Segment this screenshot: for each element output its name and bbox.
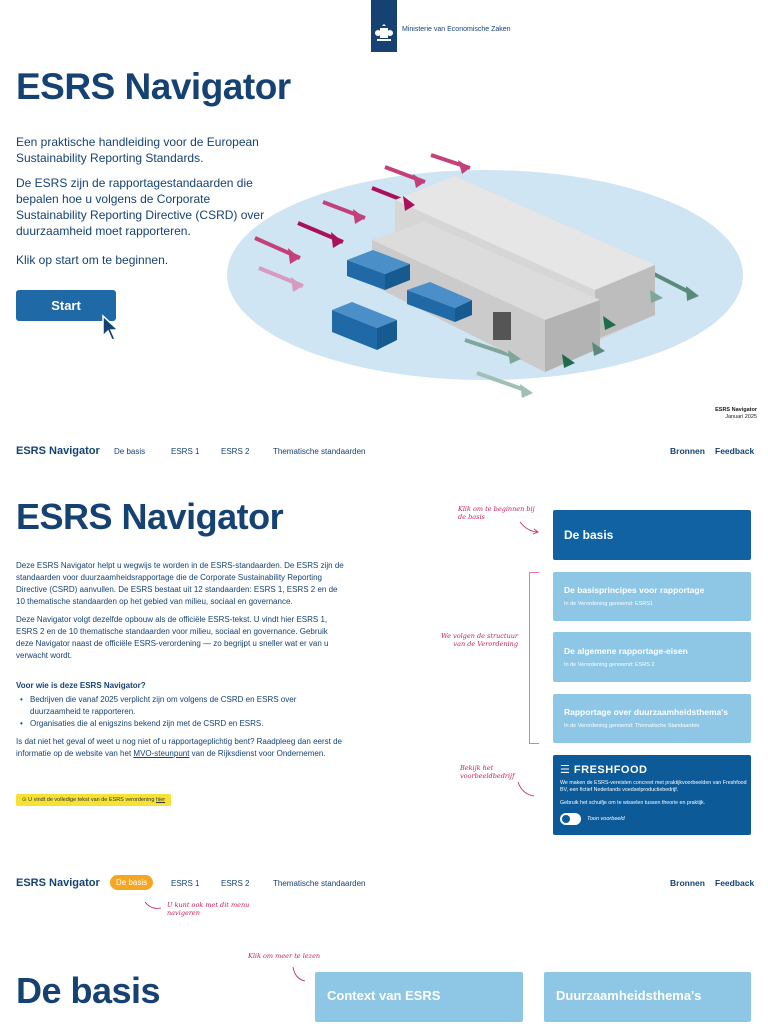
audience-heading: Voor wie is deze ESRS Navigator? xyxy=(16,681,146,690)
card-context-esrs[interactable]: Context van ESRS xyxy=(315,972,523,1022)
nav-item-esrs-1[interactable]: ESRS 1 xyxy=(171,879,200,888)
annotation-start: Klik om te beginnen bij de basis xyxy=(458,505,535,521)
nav-brand[interactable]: ESRS Navigator xyxy=(16,445,100,457)
freshfood-logo: ☰ FRESHFOOD xyxy=(560,764,648,776)
annotation-arrow-icon xyxy=(144,901,162,909)
start-button[interactable]: Start xyxy=(16,290,116,321)
audience-list: Bedrijven die vanaf 2025 verplicht zijn … xyxy=(20,694,340,730)
mouse-pointer-icon xyxy=(102,314,120,341)
toggle-label: Toon voorbeeld xyxy=(587,816,625,822)
card-duurzaamheidsthemas[interactable]: Rapportage over duurzaamheidsthema's In … xyxy=(553,694,751,743)
annotation-menu: U kunt ook met dit menu navigeren xyxy=(167,901,250,917)
structure-paragraph: Deze Navigator volgt dezelfde opbouw als… xyxy=(16,615,329,660)
annotation-arrow-icon xyxy=(517,781,535,797)
annotation-structure: We volgen de structuur van de Verordenin… xyxy=(440,632,518,648)
annotation-bracket xyxy=(529,572,539,744)
coat-of-arms-icon xyxy=(375,24,393,41)
nav-item-thematische-standaarden[interactable]: Thematische standaarden xyxy=(273,447,366,456)
annotation-arrow-icon xyxy=(519,521,539,535)
nav-item-esrs-2[interactable]: ESRS 2 xyxy=(221,879,250,888)
nav-item-de-basis-active[interactable]: De basis xyxy=(110,875,154,890)
freshfood-description: We maken de ESRS-vereisten concreet met … xyxy=(560,780,747,793)
regulation-text-badge[interactable]: ⊙ U vindt de volledige tekst van de ESRS… xyxy=(16,794,172,806)
hero-description: De ESRS zijn de rapportagestandaarden di… xyxy=(16,176,265,238)
main-nav: ESRS Navigator De basis ESRS 1 ESRS 2 Th… xyxy=(16,442,755,462)
caption-date: Januari 2025 xyxy=(725,414,757,420)
nav-item-esrs-2[interactable]: ESRS 2 xyxy=(221,447,250,456)
nav-item-de-basis[interactable]: De basis xyxy=(114,447,146,456)
card-basisprincipes[interactable]: De basisprincipes voor rapportage In de … xyxy=(553,572,751,621)
ministry-name: Ministerie van Economische Zaken xyxy=(402,26,511,33)
freshfood-panel: ☰ FRESHFOOD We maken de ESRS-vereisten c… xyxy=(553,755,751,835)
factory-illustration xyxy=(227,153,743,398)
card-duurzaamheidsthemas-basis[interactable]: Duurzaamheidsthema's xyxy=(544,972,751,1022)
nav-bronnen[interactable]: Bronnen xyxy=(670,878,705,888)
caption-title: ESRS Navigator xyxy=(715,407,757,413)
regulation-link[interactable]: hier xyxy=(155,797,166,803)
hero-intro: Een praktische handleiding voor de Europ… xyxy=(16,135,259,165)
example-toggle[interactable] xyxy=(560,813,581,825)
list-item: Bedrijven die vanaf 2025 verplicht zijn … xyxy=(20,694,340,718)
info-icon: ⊙ xyxy=(22,797,27,803)
nav-feedback[interactable]: Feedback xyxy=(715,446,755,456)
annotation-arrow-icon xyxy=(292,966,306,982)
info-paragraph: Is dat niet het geval of weet u nog niet… xyxy=(16,737,343,758)
hero-title: ESRS Navigator xyxy=(16,66,291,107)
nav-bronnen[interactable]: Bronnen xyxy=(670,446,705,456)
nav-item-thematische-standaarden[interactable]: Thematische standaarden xyxy=(273,879,366,888)
basis-title: De basis xyxy=(16,970,161,1011)
card-de-basis[interactable]: De basis xyxy=(553,510,751,560)
intro-paragraph: Deze ESRS Navigator helpt u wegwijs te w… xyxy=(16,561,344,606)
main-title: ESRS Navigator xyxy=(16,496,284,537)
annotation-example: Bekijk het voorbeeldbedrijf xyxy=(460,764,515,780)
card-algemene-rapportage-eisen[interactable]: De algemene rapportage-eisen In de Veror… xyxy=(553,632,751,682)
illustration-caption: ESRS Navigator Januari 2025 xyxy=(715,407,757,421)
ministry-logo xyxy=(371,0,397,52)
hero-cta-text: Klik op start om te beginnen. xyxy=(16,253,169,267)
section-nav: ESRS Navigator De basis ESRS 1 ESRS 2 Th… xyxy=(16,874,755,894)
nav-item-esrs-1[interactable]: ESRS 1 xyxy=(171,447,200,456)
mvo-steunpunt-link[interactable]: MVO-steunpunt xyxy=(133,749,190,758)
nav-brand[interactable]: ESRS Navigator xyxy=(16,877,100,889)
list-item: Organisaties die al enigszins bekend zij… xyxy=(20,718,340,730)
freshfood-hint: Gebruik het schuifje om te wisselen tuss… xyxy=(560,800,706,806)
nav-feedback[interactable]: Feedback xyxy=(715,878,755,888)
annotation-read-more: Klik om meer te lezen xyxy=(248,952,321,960)
